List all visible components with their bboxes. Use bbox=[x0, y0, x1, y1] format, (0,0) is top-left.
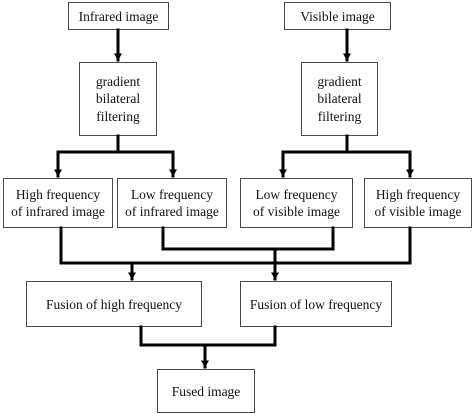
gradient-bilateral-filtering-visible-box: gradient bilateral filtering bbox=[301, 62, 378, 136]
high-frequency-visible-box: High frequency of visible image bbox=[364, 178, 472, 228]
low-frequency-infrared-box: Low frequency of infrared image bbox=[117, 178, 227, 228]
high-frequency-infrared-box: High frequency of infrared image bbox=[3, 178, 113, 228]
fused-image-box: Fused image bbox=[157, 369, 255, 413]
low-frequency-visible-box: Low frequency of visible image bbox=[240, 178, 353, 228]
infrared-image-box: Infrared image bbox=[68, 2, 169, 30]
fusion-high-frequency-box: Fusion of high frequency bbox=[26, 281, 202, 327]
gradient-bilateral-filtering-infrared-box: gradient bilateral filtering bbox=[79, 62, 157, 136]
visible-image-box: Visible image bbox=[284, 2, 391, 30]
fusion-low-frequency-box: Fusion of low frequency bbox=[240, 281, 392, 327]
